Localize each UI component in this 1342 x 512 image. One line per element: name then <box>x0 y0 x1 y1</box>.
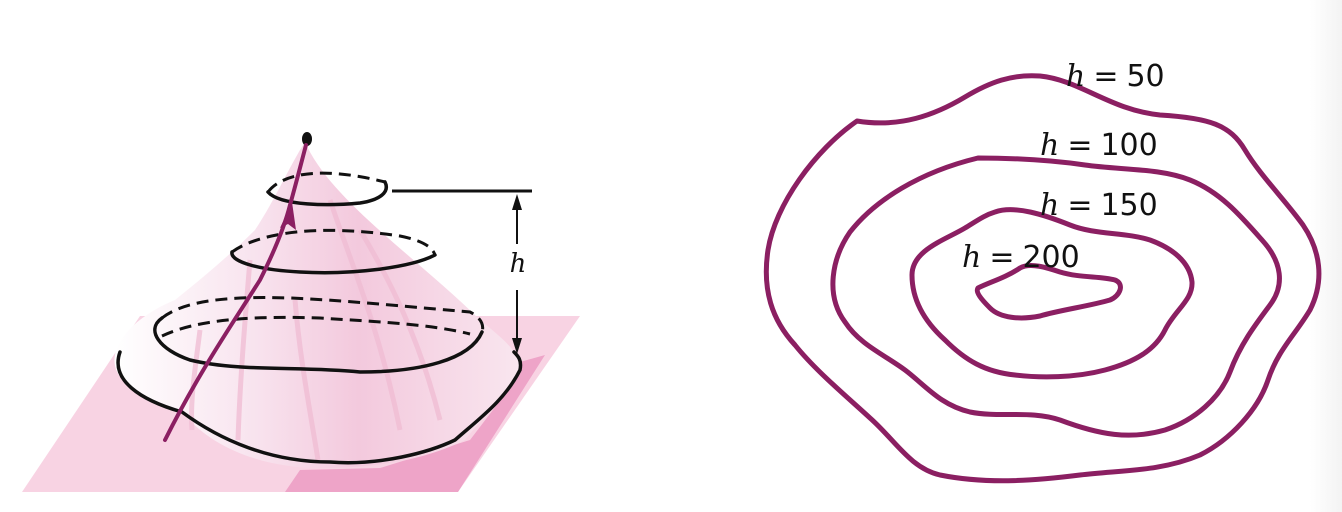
contour-line-50 <box>763 73 1322 484</box>
contour-line-100 <box>830 155 1282 438</box>
contour-label-100: h=100 <box>1040 128 1158 163</box>
contour-map-figure <box>763 73 1322 484</box>
contour-line-150 <box>909 207 1195 380</box>
mountain-body <box>114 142 521 468</box>
contour-label-150: h=150 <box>1040 188 1158 223</box>
ascent-path <box>163 143 308 442</box>
height-label: h <box>510 249 527 279</box>
contour-line-200 <box>974 263 1123 321</box>
hidden-contours <box>161 171 485 338</box>
height-dimension <box>392 189 532 354</box>
ascent-arrowhead <box>280 202 296 230</box>
summit-point <box>302 132 312 146</box>
contour-label-50: h=50 <box>1066 59 1165 94</box>
contour-labels: h=50 h=100 h=150 h=200 <box>962 59 1165 275</box>
mountain-3d-figure: h <box>22 132 580 492</box>
contour-label-200: h=200 <box>962 240 1080 275</box>
visible-contours <box>116 180 523 465</box>
